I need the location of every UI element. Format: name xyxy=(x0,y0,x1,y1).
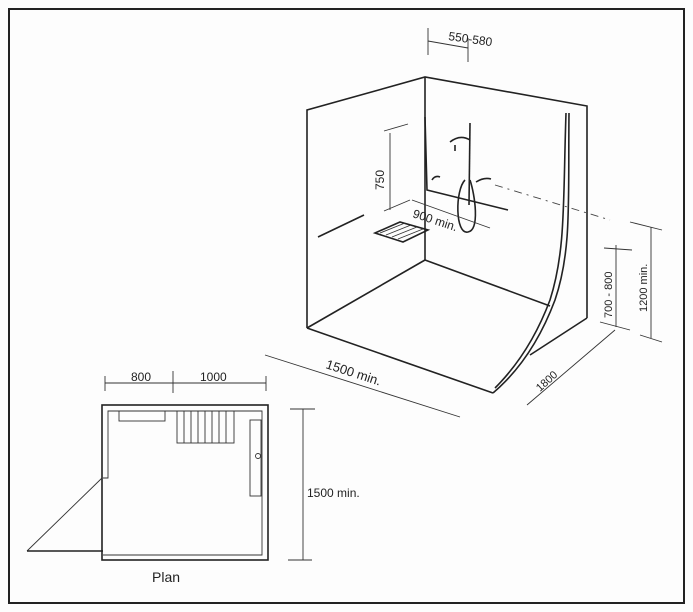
side-grab-bar xyxy=(317,214,365,238)
shower-head-icon xyxy=(449,136,471,151)
left-floor-edge xyxy=(306,259,426,329)
right-floor-edge xyxy=(529,317,588,356)
dim-750: 750 xyxy=(373,170,387,190)
mixer-tap xyxy=(475,177,492,183)
isometric-view: 550-580 750 900 min. 700 - 800 1200 min.… xyxy=(264,28,663,418)
dim-1800: 1800 xyxy=(534,369,560,394)
grab-bar-bracket xyxy=(431,175,441,181)
dim-1500-min-iso: 1500 min. xyxy=(324,357,383,389)
dim-700-800: 700 - 800 xyxy=(603,272,615,318)
fold-down-seat xyxy=(372,221,431,243)
plan-label: Plan xyxy=(152,569,180,585)
plan-view: 800 1000 1500 min. Plan xyxy=(26,370,360,585)
dim-550-580: 550-580 xyxy=(448,29,494,49)
dim-1000: 1000 xyxy=(200,370,227,384)
front-floor-edge xyxy=(306,327,494,394)
dim-800: 800 xyxy=(131,370,151,384)
dim-1200-min: 1200 min. xyxy=(638,264,650,312)
dim-900-min: 900 min. xyxy=(411,207,459,235)
l-grab-bar xyxy=(424,116,509,211)
shower-curtain xyxy=(492,112,570,394)
back-floor-edge xyxy=(424,259,551,307)
shower-rail xyxy=(468,122,471,206)
shower-hose xyxy=(457,179,477,233)
plan-seat xyxy=(176,410,235,444)
shower-curtain-fold xyxy=(494,112,567,389)
door-swing xyxy=(26,477,103,552)
dim-1500-min-plan: 1500 min. xyxy=(307,486,360,500)
frame-border xyxy=(8,8,685,604)
walls-outline xyxy=(306,76,588,328)
